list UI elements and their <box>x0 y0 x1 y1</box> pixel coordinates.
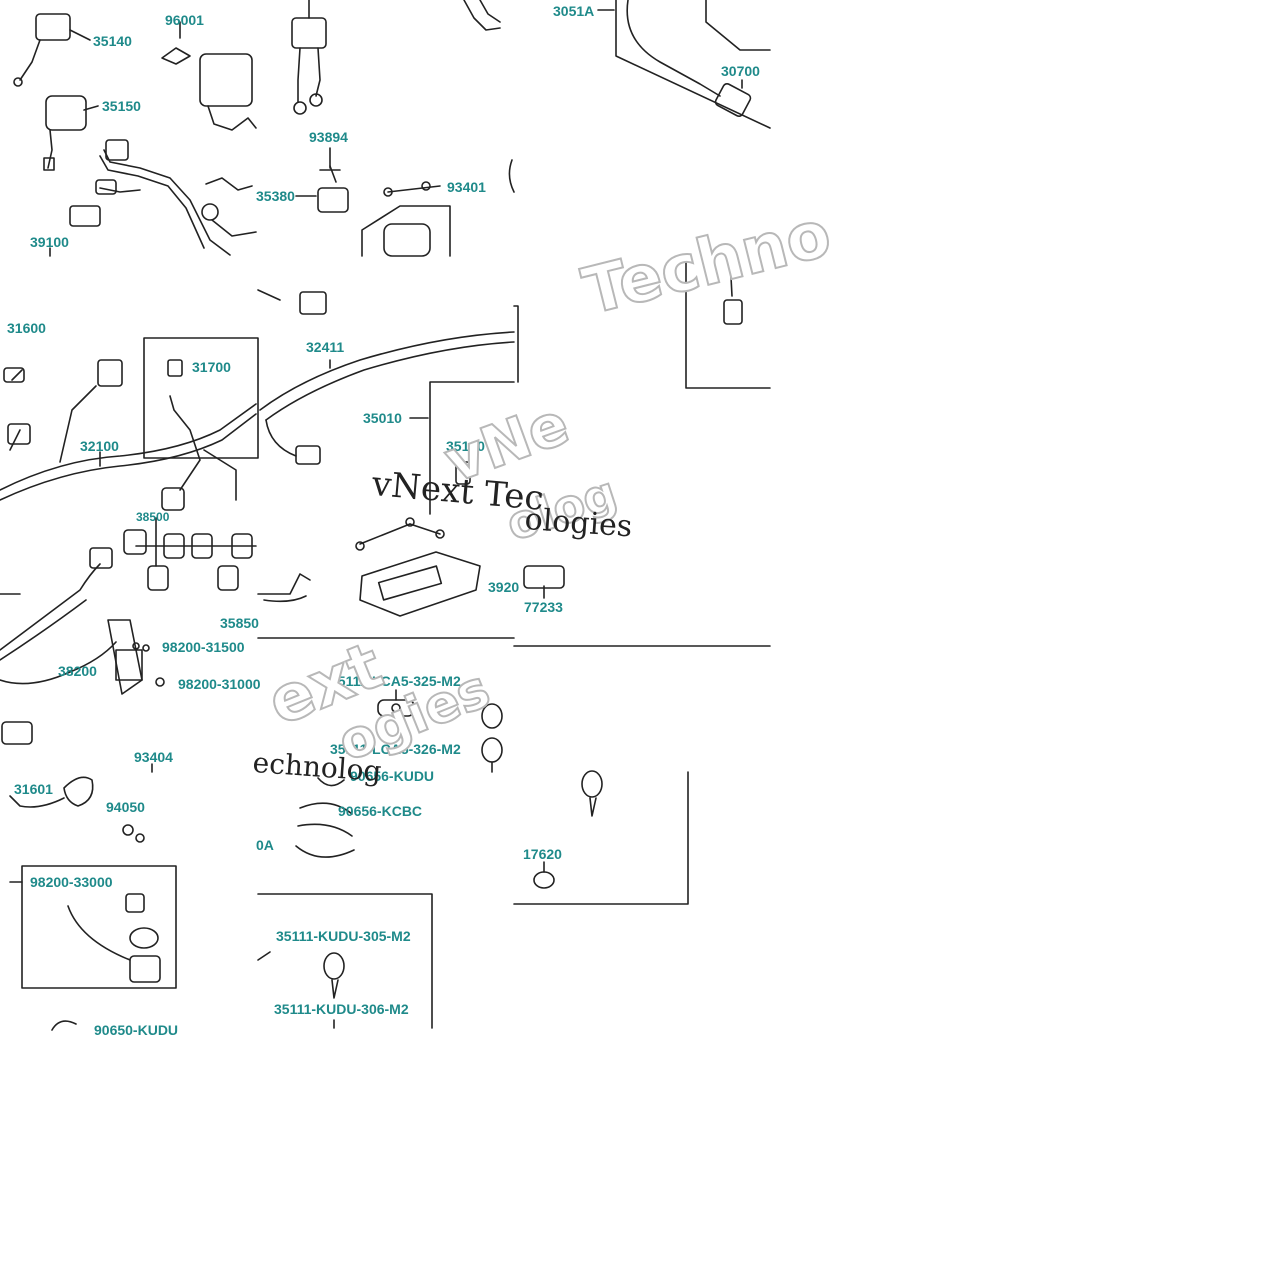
part-label: 90656-KCBC <box>338 803 423 819</box>
part-label: 94050 <box>106 799 145 815</box>
part-label: 38200 <box>58 663 97 679</box>
part-label: 35111-LCA5-325-M2 <box>330 673 461 689</box>
part-label: 35850 <box>220 615 259 631</box>
part-label: 35111-KUDU-306-M2 <box>274 1001 409 1017</box>
part-label: 32411 <box>306 339 345 355</box>
part-label: 98200-33000 <box>30 874 113 890</box>
part-label: 35111-LCA5-326-M2 <box>330 741 461 757</box>
part-label: 35111-KUDU-305-M2 <box>276 928 411 944</box>
part-label: 3051A <box>553 3 595 19</box>
part-label: 90650-KUDU <box>94 1022 179 1038</box>
part-label: 32100 <box>80 438 119 454</box>
part-label: 35100 <box>446 438 485 454</box>
part-label: 98200-31500 <box>162 639 245 655</box>
part-label: 3920 <box>488 579 520 595</box>
part-label: 35150 <box>102 98 141 114</box>
part-label: 93401 <box>447 179 486 195</box>
part-label: 98200-31000 <box>178 676 261 692</box>
part-label: 35140 <box>93 33 132 49</box>
part-label: 39100 <box>30 234 69 250</box>
part-label: 35380 <box>256 188 295 204</box>
part-label: 93404 <box>134 749 173 765</box>
part-label: 35010 <box>363 410 402 426</box>
part-label: 38500 <box>136 510 170 524</box>
part-label: 31601 <box>14 781 53 797</box>
part-label: 30700 <box>721 63 760 79</box>
part-label: 77233 <box>524 599 563 615</box>
part-label: 93894 <box>309 129 348 145</box>
part-label: 31600 <box>7 320 46 336</box>
part-label: 96001 <box>165 12 204 28</box>
part-label: 90656-KUDU <box>350 768 435 784</box>
part-label: 0A <box>256 837 274 853</box>
part-label: 17620 <box>523 846 562 862</box>
part-label: 31700 <box>192 359 231 375</box>
